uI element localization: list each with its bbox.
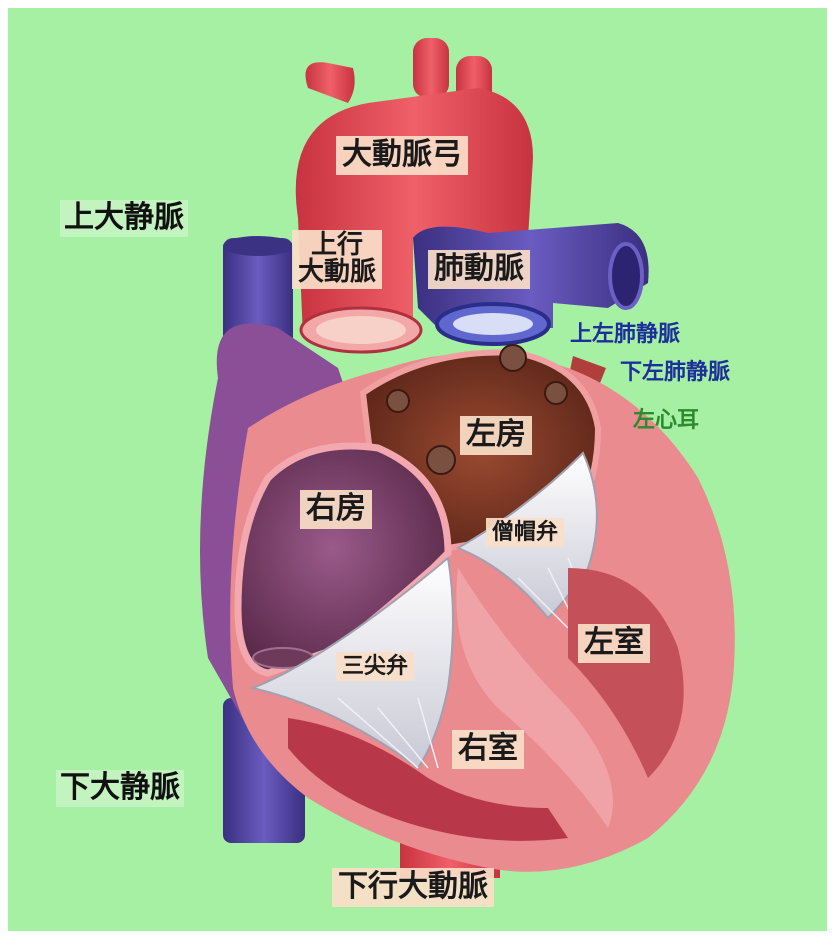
label-pulmonary-artery: 肺動脈 (428, 250, 530, 289)
label-ascending-aorta: 上行 大動脈 (292, 230, 382, 289)
label-lower-left-pulmonary-vein: 下左肺静脈 (620, 360, 730, 385)
label-aortic-arch: 大動脈弓 (336, 136, 468, 175)
label-ascending-aorta-line1: 上行 (298, 232, 376, 259)
pulmonary-artery-opening-right (610, 244, 642, 308)
heart-diagram: 大動脈弓 上大静脈 上行 大動脈 肺動脈 上左肺静脈 下左肺静脈 左心耳 左房 … (8, 8, 827, 931)
label-left-atrium: 左房 (460, 416, 532, 455)
aortic-branch-2 (413, 38, 449, 98)
label-superior-vena-cava: 上大静脈 (60, 200, 188, 237)
label-ascending-aorta-line2: 大動脈 (298, 259, 376, 286)
label-left-auricle: 左心耳 (633, 408, 699, 433)
label-tricuspid-valve: 三尖弁 (336, 652, 414, 681)
label-descending-aorta: 下行大動脈 (332, 868, 494, 907)
label-mitral-valve: 僧帽弁 (486, 518, 564, 547)
label-left-ventricle: 左室 (578, 624, 650, 663)
pulmonary-vein-opening (500, 345, 526, 371)
label-right-atrium: 右房 (300, 490, 372, 529)
aortic-branch-1 (306, 62, 355, 103)
label-upper-left-pulmonary-vein: 上左肺静脈 (570, 322, 680, 347)
label-right-ventricle: 右室 (452, 730, 524, 769)
label-inferior-vena-cava: 下大静脈 (56, 770, 184, 807)
superior-vena-cava-opening (223, 236, 293, 256)
